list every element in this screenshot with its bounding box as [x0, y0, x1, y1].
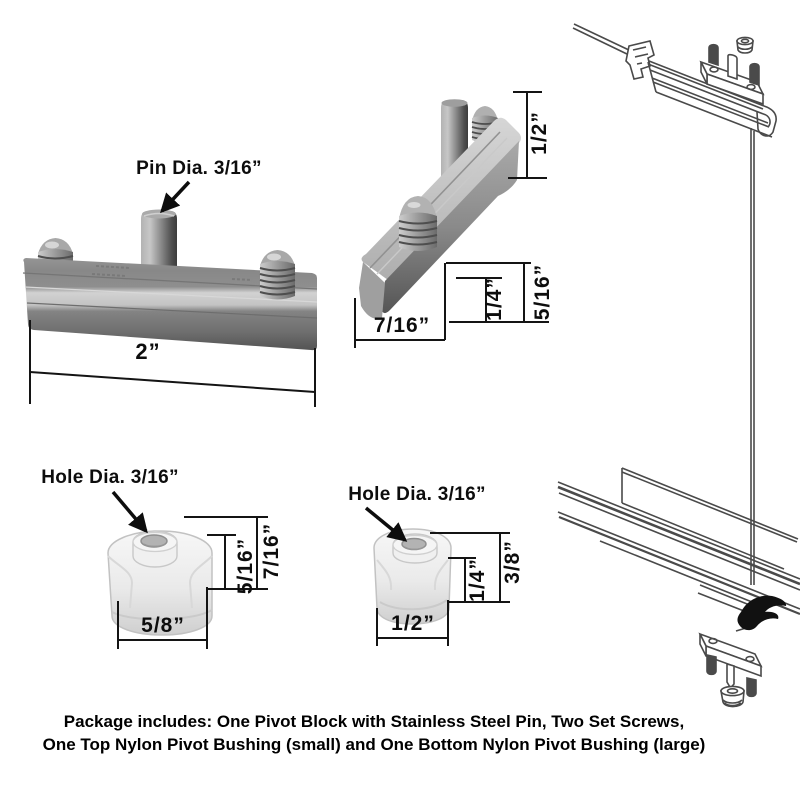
block-front-face	[381, 141, 519, 314]
large-bushing-photo	[107, 490, 268, 649]
large-bushing-hole-callout: Hole Dia. 3/16”	[41, 467, 179, 488]
dimension-2in	[29, 320, 316, 407]
bottom-pin-drawing	[726, 662, 735, 690]
top-rail	[647, 60, 777, 138]
bottom-set-screw-left	[706, 654, 717, 676]
top-set-screw-right	[749, 62, 760, 87]
small-bushing-photo	[364, 506, 510, 646]
bottom-bushing-drawing	[720, 685, 745, 708]
pin-height-dimension: 1/2”	[528, 111, 551, 155]
large-bushing-inner-height-dimension: 5/16”	[234, 537, 257, 595]
top-set-screw-left	[708, 43, 719, 67]
large-bushing-overall-height-dimension: 7/16”	[260, 522, 283, 580]
overall-thickness-dimension: 5/16”	[531, 263, 554, 321]
perspective-dimensions	[354, 91, 549, 348]
top-guide-clip	[625, 40, 655, 80]
bottom-pivot-block-drawing	[698, 632, 763, 708]
block-bar	[23, 258, 317, 351]
top-pivot-block-drawing	[699, 36, 765, 106]
top-bushing-drawing	[736, 36, 754, 54]
bottom-clip	[737, 595, 787, 631]
glass-edge-line	[750, 128, 755, 585]
package-caption-line2: One Top Nylon Pivot Bushing (small) and …	[42, 735, 706, 754]
top-pin-drawing	[727, 53, 738, 81]
glass-pane-outline	[621, 467, 799, 570]
pivot-block-side-photo	[22, 180, 318, 407]
large-bushing-width-dimension: 5/8”	[141, 614, 185, 637]
bushing-hole	[140, 534, 168, 548]
set-screw-right	[259, 250, 296, 300]
pivot-block-perspective-photo	[354, 91, 549, 348]
large-bushing-dimensions	[117, 516, 268, 649]
block-depth-dimension: 7/16”	[373, 314, 431, 337]
block-width-dimension: 2”	[135, 339, 161, 364]
small-bushing-dimensions	[376, 532, 510, 646]
top-track-rod	[572, 23, 632, 56]
bottom-set-screw-right	[746, 677, 757, 698]
package-caption-line1: Package includes: One Pivot Block with S…	[63, 712, 685, 731]
pin-callout-arrow	[160, 180, 191, 214]
hole-callout-arrow-large	[111, 490, 148, 534]
base-thickness-dimension: 1/4”	[483, 277, 506, 321]
hole-callout-arrow-small	[364, 506, 408, 542]
small-bushing-width-dimension: 1/2”	[391, 612, 435, 635]
small-bushing-inner-height-dimension: 1/4”	[466, 558, 489, 602]
small-bushing-overall-height-dimension: 3/8”	[501, 540, 524, 584]
set-screw-front	[398, 196, 438, 251]
pin-diameter-callout: Pin Dia. 3/16”	[136, 158, 262, 179]
small-bushing-hole-callout: Hole Dia. 3/16”	[348, 484, 486, 505]
installation-diagram	[557, 23, 800, 708]
block-left-end	[359, 262, 385, 319]
